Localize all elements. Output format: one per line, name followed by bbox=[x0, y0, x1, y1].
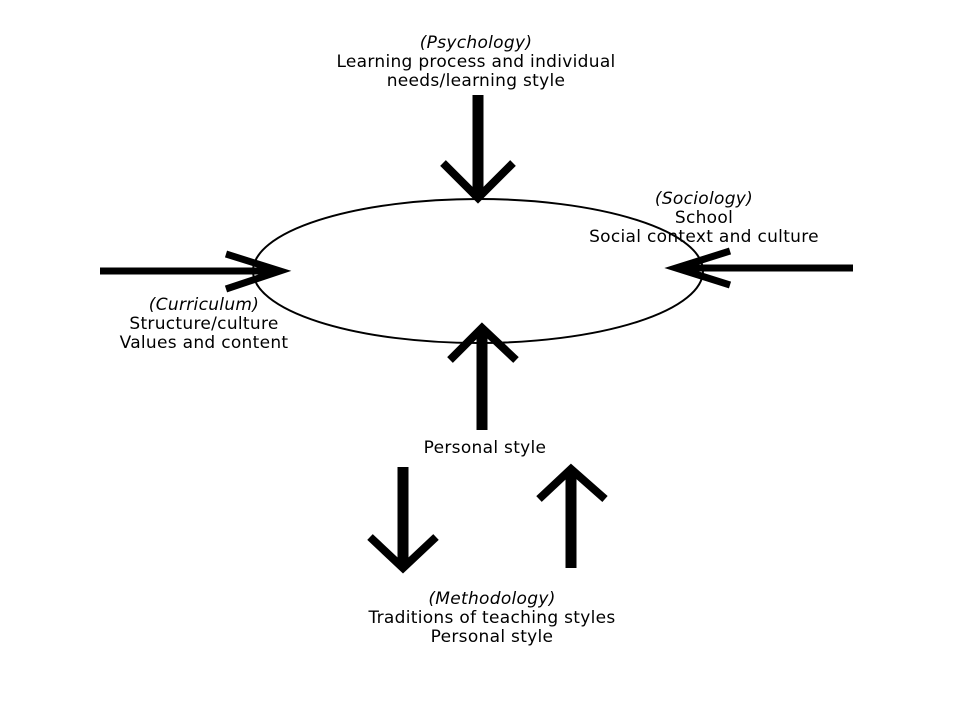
methodology-label: (Methodology) Traditions of teaching sty… bbox=[300, 590, 684, 647]
psychology-label: (Psychology) Learning process and indivi… bbox=[276, 34, 676, 91]
sociology-heading: (Sociology) bbox=[654, 189, 754, 209]
methodology-line1: Traditions of teaching styles bbox=[368, 608, 616, 628]
curriculum-label: (Curriculum) Structure/culture Values an… bbox=[80, 296, 328, 353]
psychology-line2: needs/learning style bbox=[386, 71, 566, 91]
arrow-from-curriculum bbox=[100, 250, 292, 293]
curriculum-heading: (Curriculum) bbox=[148, 295, 260, 315]
sociology-label: (Sociology) School Social context and cu… bbox=[536, 190, 872, 247]
sociology-line2: Social context and culture bbox=[589, 227, 819, 247]
personal-style-label: Personal style bbox=[390, 439, 580, 458]
psychology-heading: (Psychology) bbox=[419, 33, 533, 53]
methodology-line2: Personal style bbox=[430, 627, 554, 647]
arrow-from-psychology bbox=[440, 95, 516, 204]
arrow-to-methodology bbox=[367, 467, 439, 574]
sociology-line1: School bbox=[674, 208, 734, 228]
curriculum-line1: Structure/culture bbox=[129, 314, 279, 334]
arrow-from-personal-style bbox=[447, 322, 519, 430]
curriculum-line2: Values and content bbox=[119, 333, 289, 353]
arrow-from-sociology bbox=[664, 247, 853, 289]
psychology-line1: Learning process and individual bbox=[336, 52, 616, 72]
methodology-heading: (Methodology) bbox=[428, 589, 556, 609]
personal-style-text: Personal style bbox=[423, 438, 547, 458]
arrow-from-methodology bbox=[536, 463, 608, 568]
